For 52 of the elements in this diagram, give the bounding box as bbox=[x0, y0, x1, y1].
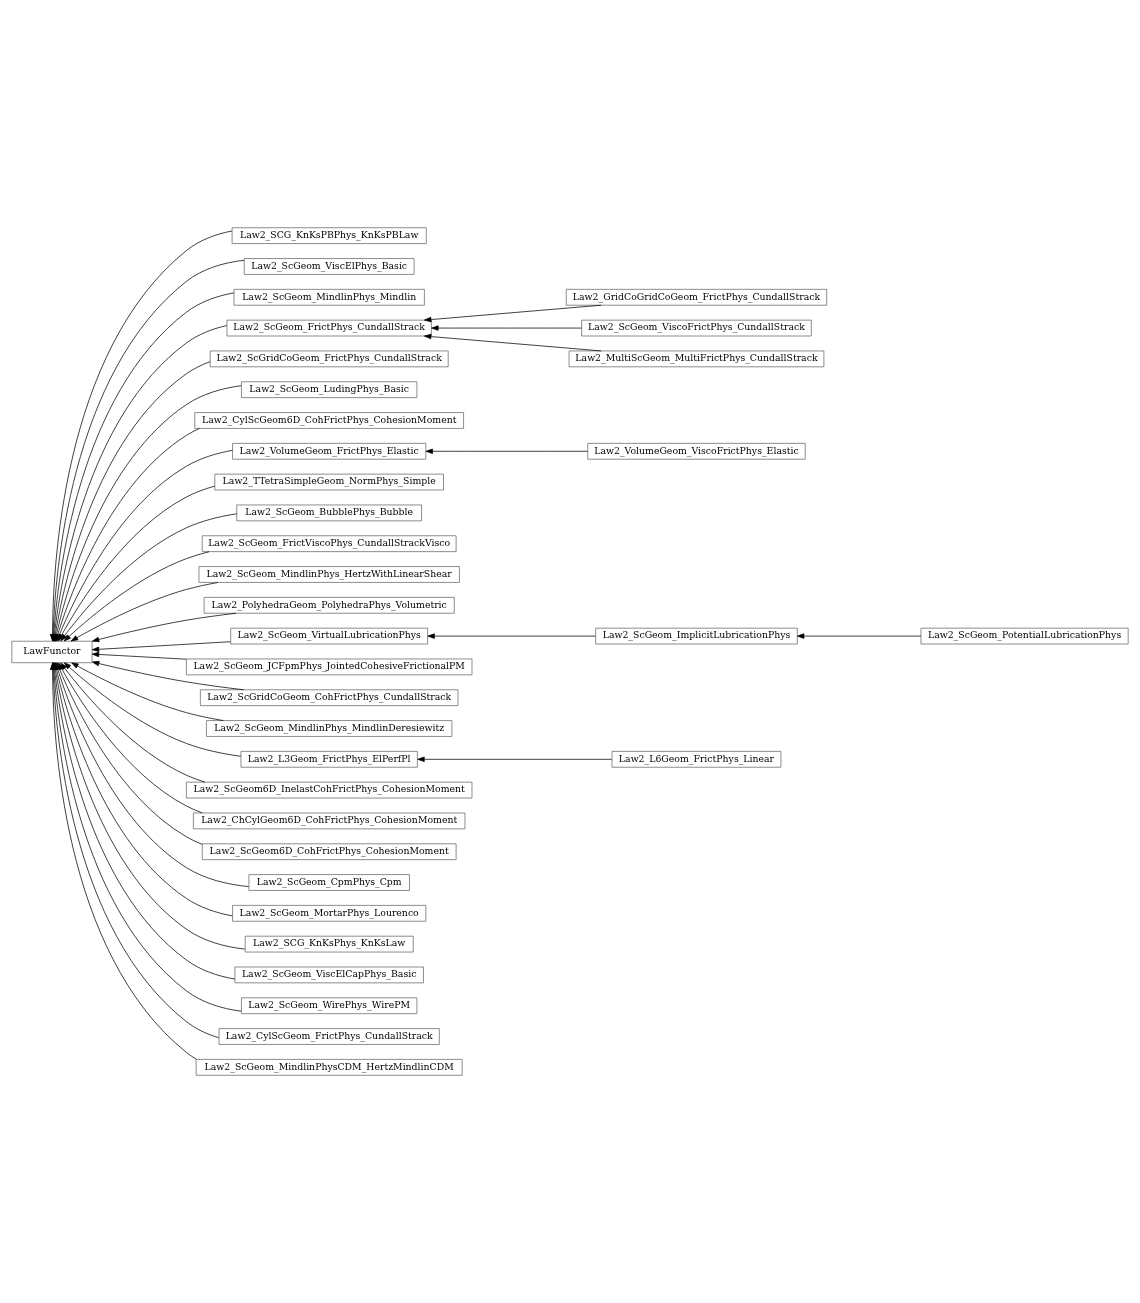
node-box: Law2_ScGeom_CpmPhys_Cpm bbox=[248, 874, 410, 891]
node-box: Law2_ScGeom_MortarPhys_Lourenco bbox=[232, 905, 427, 922]
arrow bbox=[92, 660, 244, 691]
arrow bbox=[431, 325, 582, 331]
node-box: Law2_ScGeom_PotentialLubricationPhys bbox=[920, 627, 1129, 645]
node-box: Law2_VolumeGeom_FrictPhys_Elastic bbox=[232, 442, 427, 460]
node-box: Law2_ScGeom_VirtualLubricationPhys bbox=[230, 627, 429, 645]
node-box: Law2_SCG_KnKsPhys_KnKsLaw bbox=[244, 935, 414, 953]
arrow bbox=[71, 662, 224, 721]
arrow bbox=[63, 662, 242, 757]
arrow bbox=[63, 551, 210, 642]
node-box: Law2_ScGeom_FrictPhys_CundallStrack bbox=[226, 319, 432, 337]
node-box: Law2_GridCoGridCoGeom_FrictPhys_CundallStrack bbox=[565, 288, 828, 306]
node-box: Law2_VolumeGeom_ViscoFrictPhys_Elastic bbox=[587, 442, 806, 460]
node-box: Law2_ScGeom_WirePhys_WirePM bbox=[241, 997, 418, 1015]
node-box: Law2_ScGeom_MindlinPhys_MindlinDeresiewitz bbox=[206, 720, 453, 737]
node-box: Law2_ScGeom_MindlinPhys_HertzWithLinearShear bbox=[198, 566, 460, 583]
node-box: Law2_ScGeom_JCFpmPhys_JointedCohesiveFrictionalPM bbox=[186, 658, 473, 676]
node-box: Law2_ScGeom_BubblePhys_Bubble bbox=[236, 504, 422, 522]
arrow bbox=[70, 582, 219, 642]
node-box: Law2_MultiScGeom_MultiFrictPhys_CundallStrack bbox=[568, 350, 825, 368]
arrow bbox=[424, 333, 602, 352]
arrow bbox=[91, 612, 237, 643]
node-box: Law2_ScGeom_LudingPhys_Basic bbox=[241, 381, 418, 398]
node-box: Law2_SCG_KnKsPBPhys_KnKsPBLaw bbox=[231, 227, 427, 244]
node-box: Law2_ScGeom6D_InelastCohFrictPhys_CohesionMoment bbox=[186, 781, 473, 799]
arrow bbox=[424, 304, 602, 323]
arrow bbox=[60, 513, 237, 642]
node-box: Law2_ScGeom_ImplicitLubricationPhys bbox=[595, 627, 798, 645]
node-box: Law2_ScGeom_MindlinPhysCDM_HertzMindlinCDM bbox=[195, 1059, 463, 1076]
node-box: Law2_ScGeom_FrictViscoPhys_CundallStrackVisco bbox=[201, 535, 457, 552]
node-box: Law2_ScGeom_ViscElCapPhys_Basic bbox=[234, 966, 424, 984]
node-box: Law2_CylScGeom_FrictPhys_CundallStrack bbox=[218, 1028, 440, 1045]
node-box: Law2_TTetraSimpleGeom_NormPhys_Simple bbox=[214, 473, 444, 491]
node-box: Law2_PolyhedraGeom_PolyhedraPhys_Volumetric bbox=[203, 597, 455, 614]
node-box: Law2_ScGridCoGeom_CohFrictPhys_CundallStrack bbox=[200, 689, 459, 706]
arrow bbox=[797, 633, 922, 639]
node-box: Law2_CylScGeom6D_CohFrictPhys_CohesionMoment bbox=[194, 412, 464, 429]
arrow bbox=[91, 651, 187, 660]
node-box: Law2_ScGeom_ViscoFrictPhys_CundallStrack bbox=[581, 319, 812, 337]
node-box: Law2_ChCylGeom6D_CohFrictPhys_CohesionMoment bbox=[193, 812, 466, 830]
node-box: LawFunctor bbox=[11, 640, 93, 664]
node-box: Law2_L3Geom_FrictPhys_ElPerfPl bbox=[240, 751, 418, 768]
node-box: Law2_L6Geom_FrictPhys_Linear bbox=[611, 751, 782, 768]
arrow bbox=[417, 756, 613, 762]
node-box: Law2_ScGridCoGeom_FrictPhys_CundallStrack bbox=[209, 350, 449, 368]
node-box: Law2_ScGeom_MindlinPhys_Mindlin bbox=[233, 288, 425, 306]
arrow bbox=[91, 641, 231, 652]
arrow bbox=[427, 633, 596, 639]
node-box: Law2_ScGeom6D_CohFrictPhys_CohesionMoment bbox=[201, 843, 457, 861]
node-box: Law2_ScGeom_ViscElPhys_Basic bbox=[243, 258, 415, 275]
arrow bbox=[425, 448, 588, 454]
